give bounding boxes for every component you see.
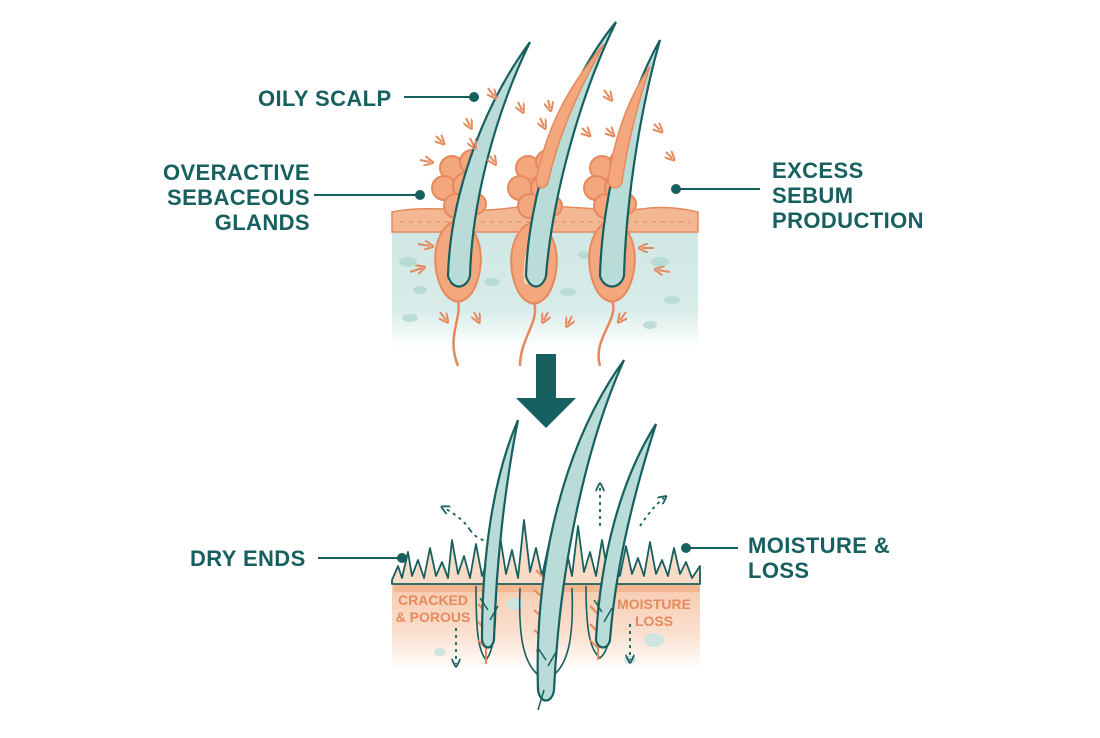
dry-hair-shafts: [480, 359, 658, 702]
skin-cells: [399, 251, 680, 329]
label-line: GLANDS: [214, 210, 310, 235]
top-leader-lines: [314, 92, 760, 200]
label-line: SEBACEOUS: [167, 185, 310, 210]
dry-ends-section: [318, 359, 738, 711]
transition-arrow: [516, 354, 576, 428]
sebum-arrows: [409, 87, 672, 324]
label-line: LOSS: [634, 613, 674, 629]
label-line: MOISTURE &: [748, 533, 891, 558]
label-line: CRACKED: [398, 592, 468, 608]
label-line: & POROUS: [395, 609, 471, 625]
label-overactive-sebaceous-glands: OVERACTIVE SEBACEOUS GLANDS: [156, 160, 310, 235]
label-cracked-porous: CRACKED & POROUS: [392, 592, 474, 626]
label-line: EXCESS: [772, 158, 864, 183]
split-ends: [479, 597, 613, 711]
label-line: PRODUCTION: [772, 208, 924, 233]
sebum-coating: [535, 43, 651, 189]
label-moisture-loss: MOISTURE & LOSS: [748, 533, 890, 583]
moisture-arrows: [444, 486, 664, 664]
oily-hair-shafts: [446, 21, 662, 288]
label-line: LOSS: [748, 558, 810, 583]
label-oily-scalp: OILY SCALP: [258, 86, 392, 111]
label-line: SEBUM: [772, 183, 854, 208]
label-excess-sebum-production: EXCESS SEBUM PRODUCTION: [772, 158, 924, 233]
label-dry-ends: DRY ENDS: [190, 546, 306, 571]
bottom-leader-lines: [318, 543, 738, 563]
label-moisture-loss-inner: MOISTURE LOSS: [612, 596, 696, 630]
label-line: OVERACTIVE: [162, 160, 310, 185]
label-line: MOISTURE: [617, 596, 691, 612]
oily-scalp-section: [314, 21, 760, 367]
